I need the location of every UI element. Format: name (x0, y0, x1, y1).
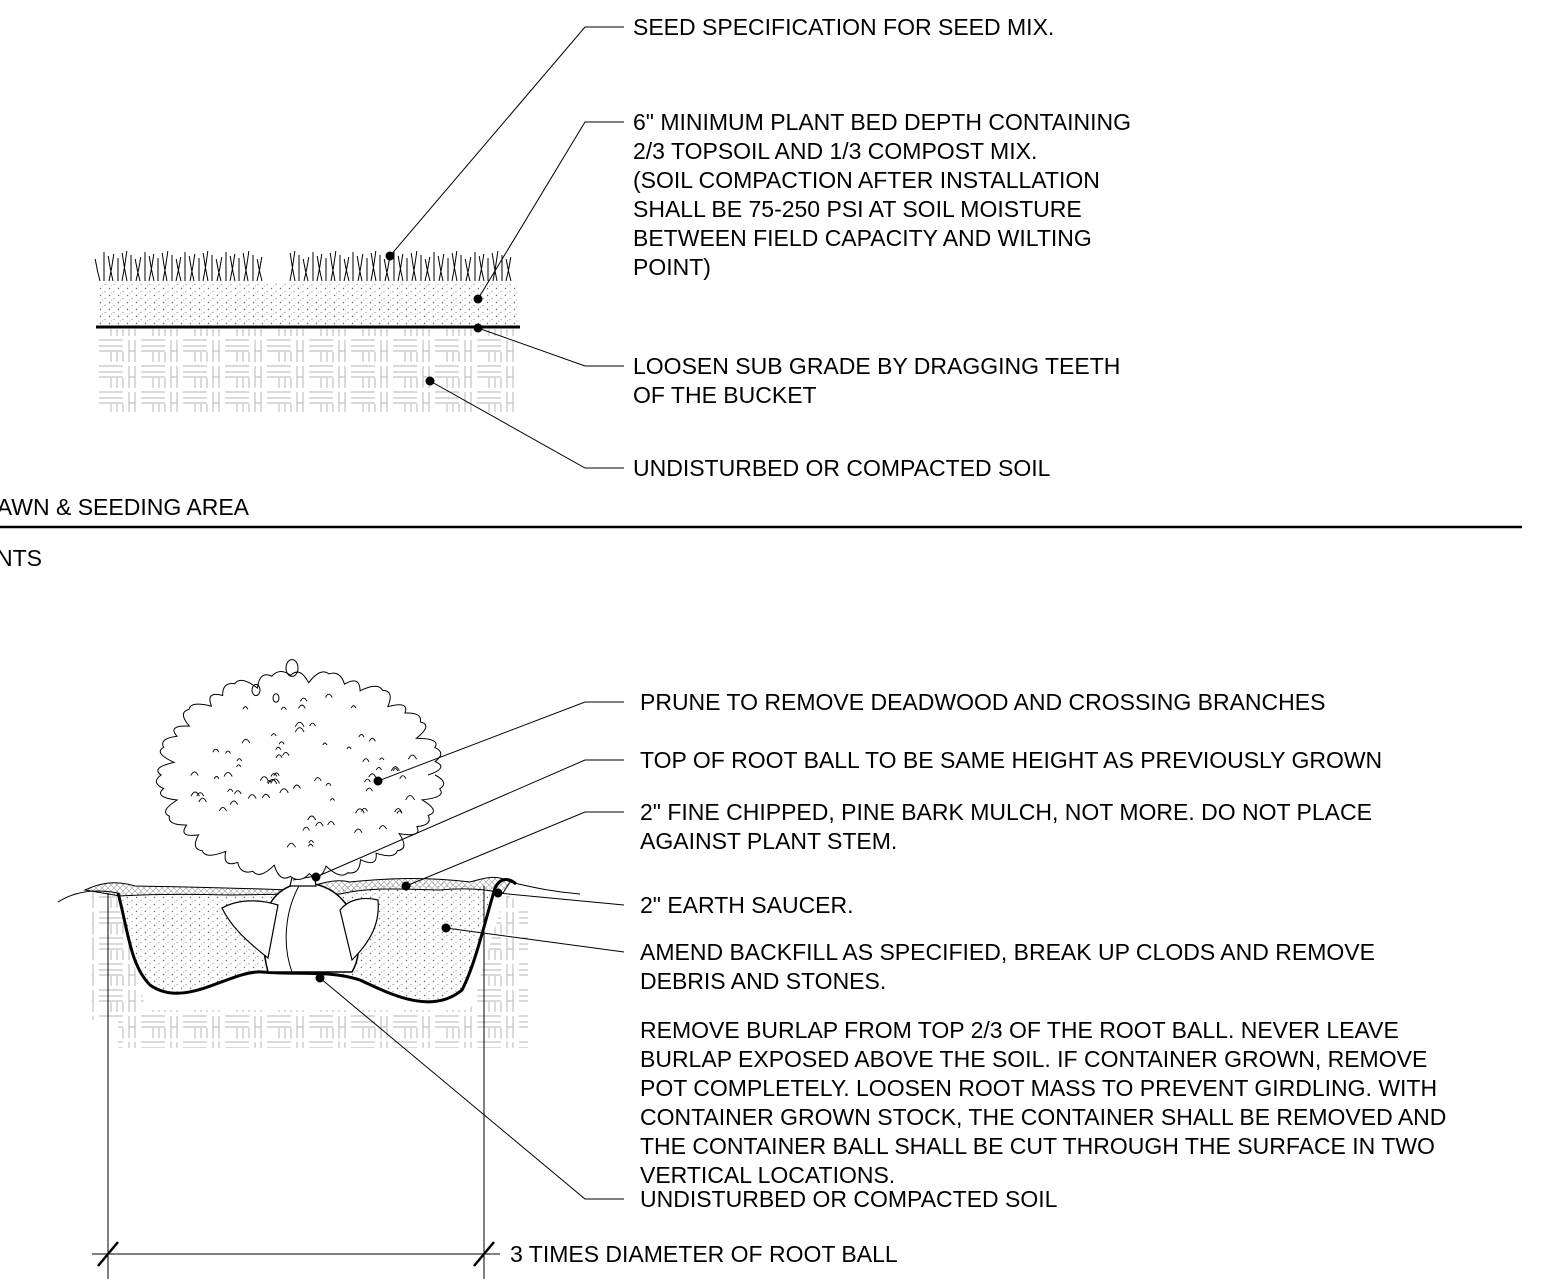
lawn-notes: SEED SPECIFICATION FOR SEED MIX. 6" MINI… (633, 14, 1137, 481)
lawn-leader-subgrade-dot (473, 323, 483, 333)
shrub-note-mulch: 2" FINE CHIPPED, PINE BARK MULCH, NOT MO… (640, 799, 1378, 854)
lawn-leader-topsoil-dot (473, 294, 483, 304)
shrub-note-prune: PRUNE TO REMOVE DEADWOOD AND CROSSING BR… (640, 689, 1325, 715)
shrub-leader-undisturbed (319, 977, 624, 1200)
lawn-leader-topsoil (477, 121, 624, 300)
shrub-leader-backfill-dot (441, 923, 451, 933)
shrub-leader-saucer-dot (493, 888, 503, 898)
shrub-note-root-ball-height: TOP OF ROOT BALL TO BE SAME HEIGHT AS PR… (640, 747, 1382, 773)
shrub-burlap-right (339, 897, 379, 962)
shrub-leader-mulch-dot (401, 881, 411, 891)
lawn-note-seed-spec: SEED SPECIFICATION FOR SEED MIX. (633, 14, 1054, 40)
shrub-ground-right (509, 881, 581, 895)
lawn-title-block: LAWN & SEEDING AREA NTS (0, 494, 1522, 571)
shrub-leaders (311, 701, 625, 1200)
lawn-leader-undisturbed (429, 380, 624, 469)
shrub-burlap-left (221, 900, 279, 960)
shrub-canopy-loose-leaf (272, 693, 280, 703)
dimension-label: 3 TIMES DIAMETER OF ROOT BALL (510, 1241, 898, 1267)
shrub-canopy (155, 659, 445, 880)
shrub-leader-saucer (497, 892, 625, 906)
lawn-topsoil-layer (98, 283, 518, 327)
dimension-tick-right (473, 1241, 495, 1267)
lawn-note-undisturbed-soil: UNDISTURBED OR COMPACTED SOIL (633, 455, 1051, 481)
shrub-note-burlap: REMOVE BURLAP FROM TOP 2/3 OF THE ROOT B… (640, 1017, 1453, 1188)
lawn-leader-undisturbed-dot (425, 376, 435, 386)
shrub-leader-undisturbed-dot (315, 973, 325, 983)
lawn-leaders (385, 26, 624, 469)
shrub-dimension: 3 TIMES DIAMETER OF ROOT BALL (92, 886, 898, 1279)
shrub-planting-detail (57, 659, 581, 1048)
lawn-leader-seed (389, 26, 624, 257)
lawn-note-loosen-subgrade: LOOSEN SUB GRADE BY DRAGGING TEETH OF TH… (633, 353, 1127, 408)
lawn-detail-title: LAWN & SEEDING AREA (0, 494, 250, 520)
shrub-note-undisturbed-soil: UNDISTURBED OR COMPACTED SOIL (640, 1186, 1058, 1212)
shrub-ground-left (57, 890, 119, 903)
shrub-canopy-foliage (190, 693, 418, 848)
lawn-note-plant-bed: 6" MINIMUM PLANT BED DEPTH CONTAINING 2/… (633, 109, 1137, 280)
shrub-mulch-layer (83, 876, 511, 897)
lawn-leader-subgrade (477, 327, 624, 367)
shrub-note-backfill: AMEND BACKFILL AS SPECIFIED, BREAK UP CL… (640, 939, 1381, 994)
shrub-canopy-loose-leaf (251, 683, 261, 697)
shrub-leader-backfill (445, 927, 625, 953)
shrub-canopy-outline (155, 671, 445, 880)
shrub-note-earth-saucer: 2" EARTH SAUCER. (640, 892, 854, 918)
shrub-root-ball-seam (285, 883, 301, 973)
shrub-leader-prune (377, 701, 624, 782)
dimension-tick-left (97, 1241, 119, 1267)
lawn-subgrade-soil (98, 329, 518, 412)
lawn-seeding-detail (94, 250, 520, 412)
lawn-grass (94, 250, 512, 282)
shrub-canopy-loose-leaf (285, 659, 299, 677)
lawn-detail-scale: NTS (0, 545, 42, 571)
shrub-leader-root-ball-top (315, 759, 624, 878)
shrub-leader-root-ball-top-dot (311, 872, 321, 882)
shrub-leader-prune-dot (373, 776, 383, 786)
shrub-notes: PRUNE TO REMOVE DEADWOOD AND CROSSING BR… (640, 689, 1453, 1212)
lawn-leader-seed-dot (385, 251, 395, 261)
shrub-leader-mulch (405, 811, 624, 887)
shrub-pit-outline (116, 878, 517, 1004)
